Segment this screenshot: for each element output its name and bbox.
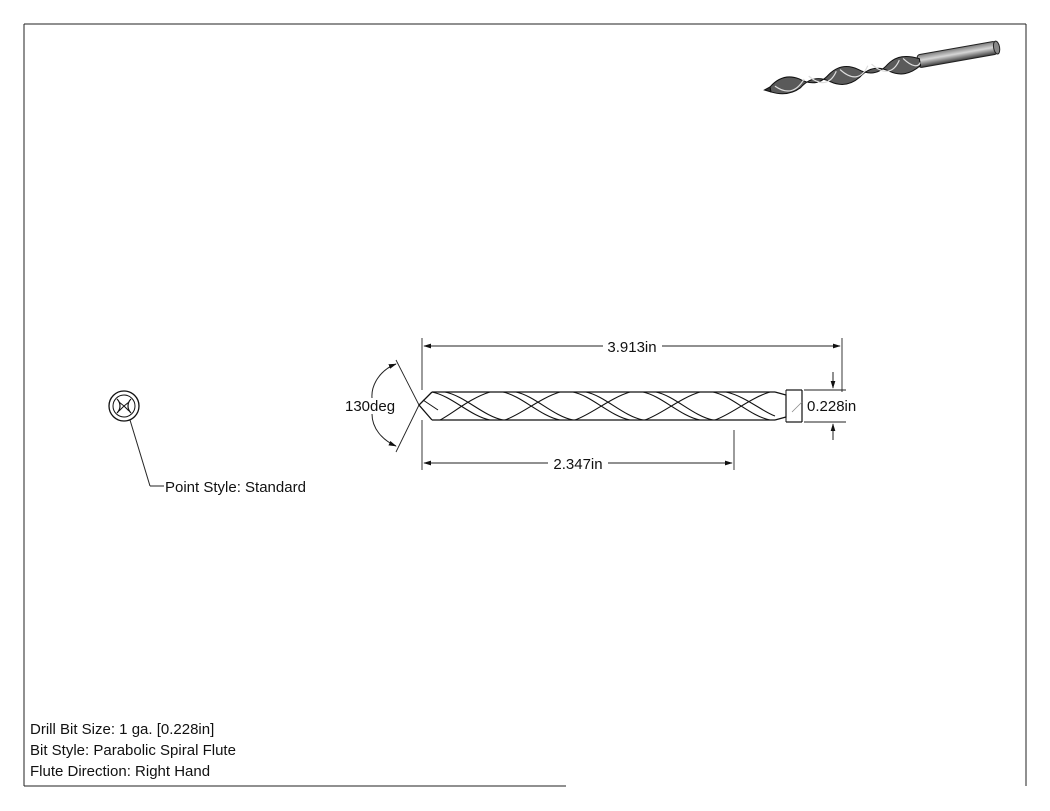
flute-length-label: 2.347in xyxy=(553,456,602,473)
diameter-dimension xyxy=(804,372,846,440)
flute-length-dimension xyxy=(421,420,735,470)
isometric-drill-bit-preview xyxy=(763,40,1001,95)
point-angle-dimension xyxy=(371,359,420,453)
note-drill-bit-size: Drill Bit Size: 1 ga. [0.228in] xyxy=(30,721,214,738)
diameter-label: 0.228in xyxy=(807,398,856,415)
point-angle-label: 130deg xyxy=(345,398,395,415)
notes-block: Drill Bit Size: 1 ga. [0.228in] Bit Styl… xyxy=(30,721,236,780)
point-style-leader xyxy=(129,419,164,487)
fluted-body xyxy=(769,55,922,95)
point-style-callout: Point Style: Standard xyxy=(165,479,306,496)
drill-point xyxy=(418,391,433,421)
overall-length-dimension xyxy=(421,338,843,392)
shank xyxy=(916,41,998,68)
drill-bit-side-view xyxy=(418,389,803,423)
flutes xyxy=(431,391,776,421)
note-flute-direction: Flute Direction: Right Hand xyxy=(30,763,210,780)
overall-length-label: 3.913in xyxy=(607,339,656,356)
end-view-point-style xyxy=(108,390,140,422)
sheet-border xyxy=(23,23,1027,787)
note-bit-style: Bit Style: Parabolic Spiral Flute xyxy=(30,742,236,759)
